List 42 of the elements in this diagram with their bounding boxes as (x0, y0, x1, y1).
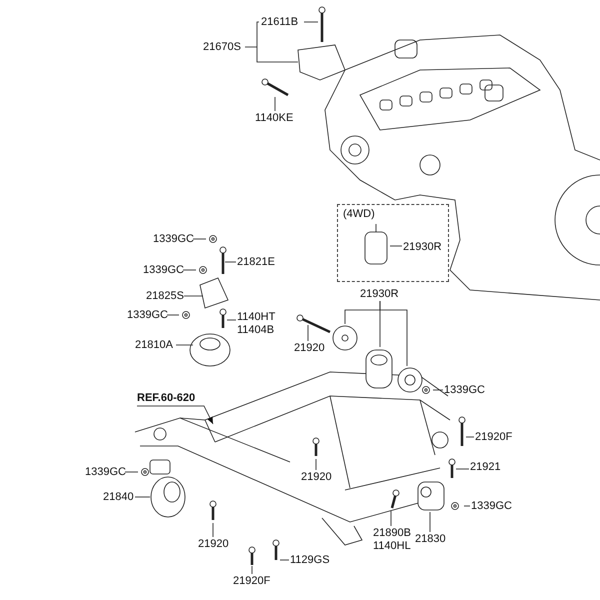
part-number: 21921 (470, 461, 501, 474)
part-number: 1339GC (471, 500, 512, 513)
part-number: 1339GC (153, 233, 194, 246)
part-number: 21840 (103, 491, 134, 504)
option-label: (4WD) (343, 208, 375, 220)
part-number: 1339GC (85, 466, 126, 479)
part-number: 21810A (135, 339, 173, 352)
part-number: 1129GS (290, 554, 330, 567)
part-number: 21930R (360, 288, 399, 301)
part-number: 1339GC (143, 264, 184, 277)
leader-line (466, 436, 474, 438)
part-number: 21670S (203, 41, 241, 54)
part-number: 21930R (403, 241, 442, 254)
part-number: 1339GC (444, 384, 485, 397)
leader-line (244, 22, 298, 62)
part-number: 21920 (198, 538, 229, 551)
part-number: 21920 (294, 342, 325, 355)
part-number: 1140HL (373, 540, 411, 553)
part-number: 11404B (237, 324, 276, 337)
part-number: 21890B (373, 527, 411, 540)
option-frame (337, 204, 449, 282)
leader-arrow (136, 406, 214, 424)
leader-line (176, 344, 194, 346)
leader-line (274, 96, 276, 112)
part-number: 21920F (233, 575, 270, 588)
part-number: 21920 (301, 471, 332, 484)
part-number: 21825S (146, 290, 184, 303)
part-number: 21830 (415, 533, 446, 546)
part-number: 1140HT (237, 311, 276, 324)
leader-line (390, 510, 392, 526)
leader-line (456, 468, 470, 470)
part-number: 1140KE (255, 112, 294, 125)
leader-line (212, 522, 214, 538)
part-number: 21611B (261, 16, 298, 29)
reference-label: REF.60-620 (137, 392, 196, 405)
leader-line (166, 314, 180, 316)
leader-line (380, 300, 408, 366)
leader-line (192, 238, 206, 240)
part-number: 1339GC (127, 309, 168, 322)
part-number: 21821E (237, 256, 275, 269)
part-number: 21920F (475, 431, 512, 444)
leader-line (134, 496, 150, 498)
